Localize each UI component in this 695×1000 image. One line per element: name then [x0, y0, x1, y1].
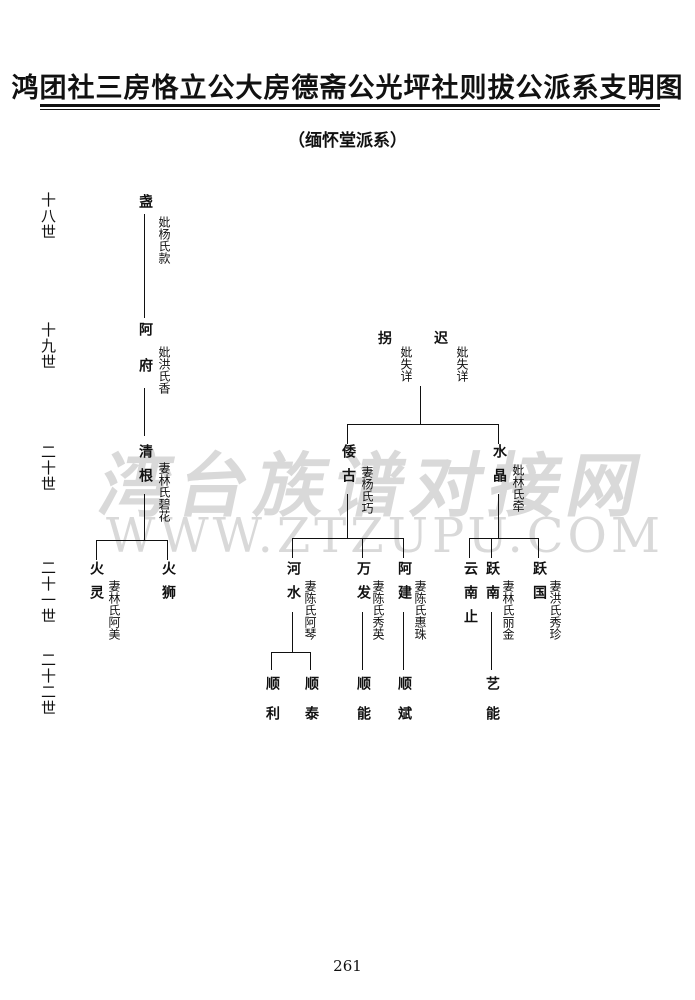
tree-line — [96, 540, 168, 541]
member-name: 火灵 — [88, 561, 104, 609]
member-spouse: 妻陈氏秀英 — [371, 580, 385, 640]
member-name: 火狮 — [160, 561, 176, 609]
tree-line — [347, 494, 348, 538]
tree-line — [538, 538, 539, 558]
page-subtitle: （缅怀堂派系） — [288, 131, 407, 151]
member-name: 顺斌 — [396, 676, 412, 736]
watermark-url: WWW.ZTZUPU.COM — [106, 508, 665, 564]
member-spouse: 妻林氏碧花 — [157, 462, 171, 522]
member-name: 顺泰 — [303, 676, 319, 736]
tree-line — [420, 386, 421, 424]
member-name: 拐 — [378, 331, 392, 347]
tree-line — [96, 540, 97, 560]
member-name: 万发 — [355, 561, 371, 609]
member-name: 艺能 — [484, 676, 500, 736]
tree-line — [469, 538, 470, 558]
tree-line — [144, 388, 145, 436]
tree-line — [362, 538, 363, 558]
generation-label-21: 二十一世 — [39, 560, 57, 624]
tree-line — [498, 424, 499, 444]
tree-line — [347, 424, 499, 425]
tree-line — [498, 494, 499, 538]
tree-line — [292, 612, 293, 652]
tree-line — [271, 652, 272, 670]
generation-label-20: 二十世 — [39, 444, 57, 492]
member-spouse: 妻林氏阿美 — [107, 580, 121, 640]
tree-line — [362, 612, 363, 670]
member-name: 顺能 — [355, 676, 371, 736]
member-name: 阿建 — [396, 561, 412, 609]
member-spouse: 妻洪氏秀珍 — [548, 580, 562, 640]
generation-label-18: 十八世 — [39, 192, 57, 240]
member-name: 跃国 — [531, 561, 547, 609]
title-rule-thick — [40, 104, 660, 107]
tree-line — [403, 612, 404, 670]
page-number: 261 — [333, 957, 362, 975]
member-spouse: 妣失详 — [455, 346, 469, 382]
member-spouse: 妣杨氏款 — [157, 216, 171, 264]
tree-line — [491, 612, 492, 670]
member-spouse: 妻陈氏阿琴 — [303, 580, 317, 640]
page-title: 鸿团社三房恪立公大房德斋公光坪社则拔公派系支明图 — [11, 73, 684, 104]
member-spouse: 妣失详 — [399, 346, 413, 382]
member-name: 盏 — [137, 194, 153, 218]
member-name: 阿府 — [137, 322, 153, 394]
member-spouse: 妻陈氏惠珠 — [413, 580, 427, 640]
tree-line — [144, 494, 145, 540]
member-spouse: 妻林氏丽金 — [501, 580, 515, 640]
member-name: 水晶 — [491, 444, 507, 492]
watermark-text: 湾台族谱对接网 — [92, 445, 656, 527]
tree-line — [292, 538, 293, 558]
member-spouse: 妻杨氏巧 — [360, 466, 374, 514]
member-name: 清根 — [137, 444, 153, 492]
tree-line — [491, 538, 492, 558]
member-spouse: 妣洪氏香 — [157, 346, 171, 394]
member-name: 云南止 — [462, 561, 478, 633]
member-name: 顺利 — [264, 676, 280, 736]
tree-line — [469, 538, 539, 539]
tree-line — [347, 424, 348, 444]
title-rule-thin — [40, 109, 660, 110]
member-spouse: 妣林氏牵 — [511, 464, 525, 512]
member-name: 跃南 — [484, 561, 500, 609]
member-name: 迟 — [434, 331, 448, 347]
tree-line — [167, 540, 168, 560]
tree-line — [292, 538, 404, 539]
member-name: 河水 — [285, 561, 301, 609]
generation-label-19: 十九世 — [39, 322, 57, 370]
tree-line — [310, 652, 311, 670]
generation-label-22: 二十二世 — [39, 652, 57, 716]
tree-line — [271, 652, 311, 653]
member-name: 倭古 — [340, 444, 356, 492]
tree-line — [144, 214, 145, 318]
tree-line — [403, 538, 404, 558]
